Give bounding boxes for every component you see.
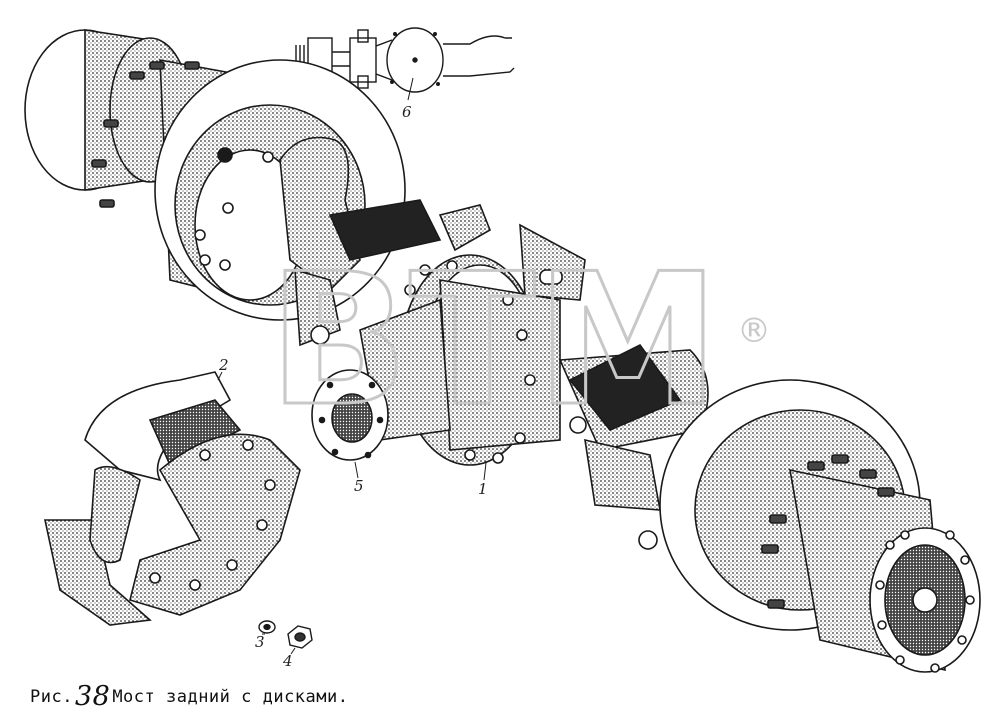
- leader-1: [483, 462, 487, 481]
- leader-5: [354, 461, 359, 479]
- leader-2: [217, 371, 223, 381]
- inset-housing-view: [295, 27, 515, 93]
- leader-6: [407, 77, 414, 101]
- caption-figure-number: 38: [74, 681, 111, 712]
- callout-2: 2: [219, 356, 229, 374]
- callout-5: 5: [354, 477, 364, 495]
- wheel-washer: [258, 620, 276, 634]
- right-hub-assembly: [659, 379, 981, 673]
- watermark-logo: ВТМ: [268, 234, 720, 446]
- watermark-registered-mark: ®: [737, 311, 771, 351]
- axle-beam-left: [279, 136, 492, 347]
- caption-title: Мост задний с дисками.: [112, 687, 349, 707]
- callout-4: 4: [283, 652, 293, 670]
- wheel-nut: [287, 625, 313, 649]
- caption-prefix: Рис.: [30, 687, 73, 707]
- wheel-disc: [44, 371, 301, 626]
- callout-1: 1: [478, 480, 488, 498]
- pinion-flange: [311, 298, 451, 461]
- callout-6: 6: [402, 103, 412, 121]
- leader-4: [290, 647, 296, 655]
- axle-beam-right: [558, 343, 709, 550]
- callout-3: 3: [255, 633, 265, 651]
